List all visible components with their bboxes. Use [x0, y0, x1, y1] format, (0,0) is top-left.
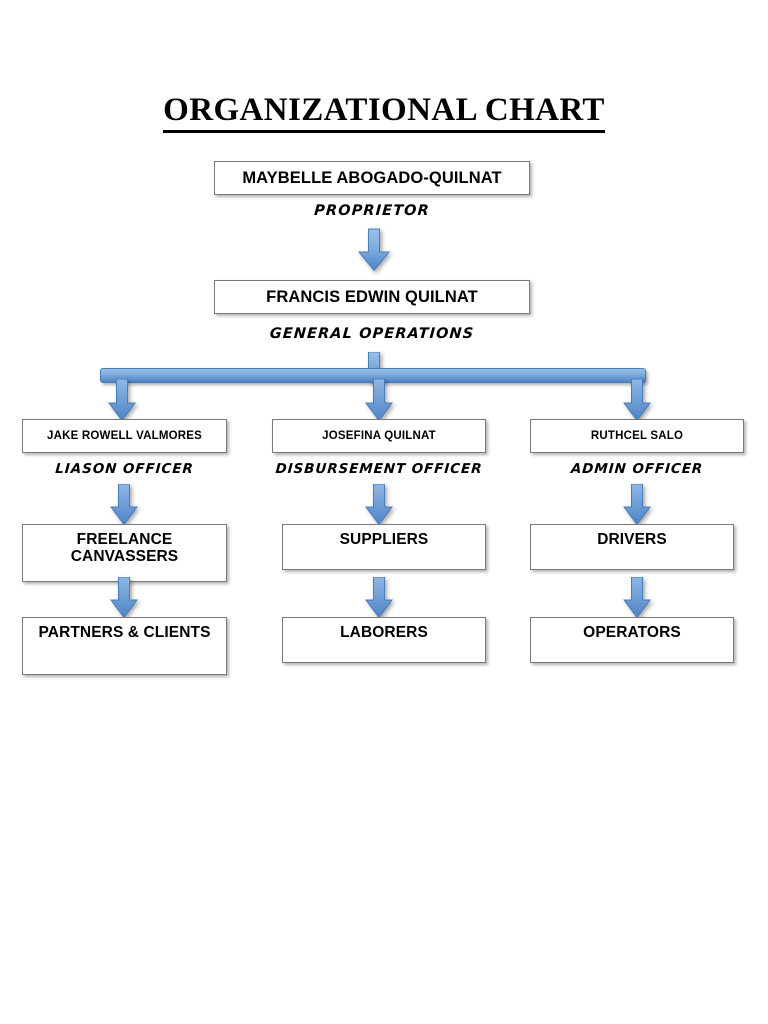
node-proprietor-label: MAYBELLE ABOGADO-QUILNAT: [242, 168, 502, 187]
down-arrow-icon: [621, 379, 653, 422]
node-admin-officer-label: RUTHCEL SALO: [590, 429, 684, 442]
role-admin-officer: ADMIN OFFICER: [570, 461, 704, 477]
node-partners-clients[interactable]: PARTNERS & CLIENTS: [22, 617, 227, 675]
node-liason-officer[interactable]: JAKE ROWELL VALMORES: [22, 419, 227, 453]
down-arrow-icon: [363, 577, 395, 619]
down-arrow-icon: [363, 379, 395, 422]
node-freelance-canvassers-label: FREELANCE CANVASSERS: [70, 531, 179, 566]
node-freelance-canvassers[interactable]: FREELANCE CANVASSERS: [22, 524, 227, 582]
down-arrow-icon: [108, 484, 140, 526]
node-suppliers-label: SUPPLIERS: [339, 531, 429, 548]
down-arrow-icon: [106, 379, 138, 422]
node-general-operations[interactable]: FRANCIS EDWIN QUILNAT: [214, 280, 530, 314]
node-laborers-label: LABORERS: [340, 624, 428, 641]
node-operators-label: OPERATORS: [583, 624, 681, 641]
node-partners-clients-label: PARTNERS & CLIENTS: [38, 624, 211, 641]
node-operators[interactable]: OPERATORS: [530, 617, 734, 663]
node-general-operations-label: FRANCIS EDWIN QUILNAT: [266, 287, 478, 306]
node-suppliers[interactable]: SUPPLIERS: [282, 524, 486, 570]
role-proprietor: PROPRIETOR: [313, 203, 431, 219]
node-disbursement-officer[interactable]: JOSEFINA QUILNAT: [272, 419, 486, 453]
role-general-operations: GENERAL OPERATIONS: [269, 326, 475, 342]
page-title-text: ORGANIZATIONAL CHART: [163, 92, 605, 133]
node-drivers-label: DRIVERS: [597, 531, 667, 548]
down-arrow-icon: [363, 484, 395, 526]
down-arrow-icon: [621, 484, 653, 526]
node-drivers[interactable]: DRIVERS: [530, 524, 734, 570]
down-arrow-icon: [621, 577, 653, 619]
node-admin-officer[interactable]: RUTHCEL SALO: [530, 419, 744, 453]
down-arrow-icon: [108, 577, 140, 619]
role-disbursement-officer: DISBURSEMENT OFFICER: [275, 461, 483, 477]
node-laborers[interactable]: LABORERS: [282, 617, 486, 663]
page-title: ORGANIZATIONAL CHART: [0, 92, 768, 133]
node-liason-officer-label: JAKE ROWELL VALMORES: [47, 429, 202, 442]
node-disbursement-officer-label: JOSEFINA QUILNAT: [322, 429, 436, 442]
role-liason-officer: LIASON OFFICER: [54, 461, 195, 477]
down-arrow-icon: [356, 228, 392, 272]
node-proprietor[interactable]: MAYBELLE ABOGADO-QUILNAT: [214, 161, 530, 195]
